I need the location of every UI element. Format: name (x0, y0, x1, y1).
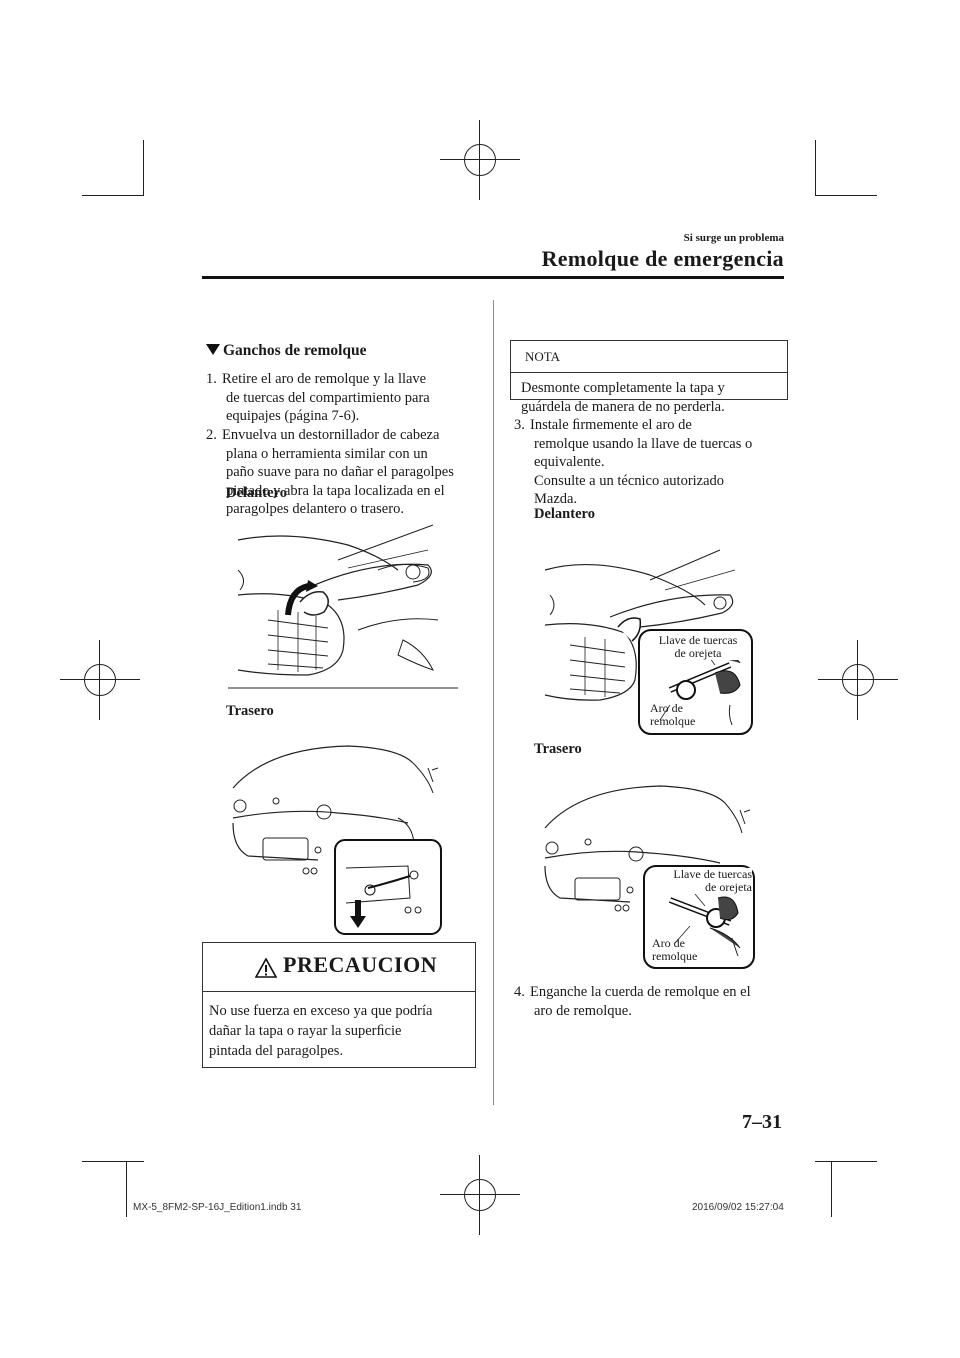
ring-label-line: Aro de (650, 701, 683, 715)
wrench-label-line: Llave de tuercas (673, 867, 752, 881)
registration-mark (440, 120, 520, 200)
caution-line: No use fuerza en exceso ya que podría (209, 1003, 433, 1019)
step-line: Consulte a un técnico autorizado (534, 472, 725, 489)
step-number: 2. (206, 427, 217, 443)
registration-mark (60, 640, 140, 720)
step-line: remolque usando la llave de tuercas o (534, 435, 753, 452)
page-title: Remolque de emergencia (541, 246, 784, 271)
page-number: 7–31 (742, 1111, 782, 1133)
section-heading-text: Ganchos de remolque (223, 342, 367, 359)
crop-mark (143, 140, 144, 196)
ring-label-line: remolque (650, 714, 696, 728)
caution-line: dañar la tapa o rayar la superﬁcie (209, 1023, 402, 1039)
step-line: Enganche la cuerda de remolque en el (530, 984, 751, 1000)
step-1: 1. Retire el aro de remolque y la llave … (206, 370, 430, 426)
crop-mark (82, 1161, 144, 1162)
crop-mark (815, 1161, 877, 1162)
note-title: NOTA (525, 349, 561, 364)
section-heading: Ganchos de remolque (206, 342, 367, 360)
step-line: Retire el aro de remolque y la llave (222, 371, 427, 387)
triangle-bullet-icon (206, 344, 220, 355)
note-header: NOTA (511, 341, 787, 373)
crop-mark (815, 195, 877, 196)
rear-label: Trasero (534, 741, 582, 757)
footer-timestamp: 2016/09/02 15:27:04 (692, 1202, 784, 1213)
note-line: guárdela de manera de no perderla. (521, 399, 725, 415)
step-line: plana o herramienta similar con un (226, 445, 428, 462)
crop-mark (815, 140, 816, 196)
step-number: 4. (514, 984, 525, 1000)
wrench-label-line: Llave de tuercas (658, 633, 738, 647)
ring-label: Aro de remolque (650, 702, 695, 728)
crop-mark (82, 195, 144, 196)
step-4: 4. Enganche la cuerda de remolque en el … (514, 983, 751, 1020)
caution-line: pintada del paragolpes. (209, 1043, 344, 1059)
ring-label-line: Aro de (652, 936, 685, 950)
ring-label-line: remolque (652, 949, 698, 963)
ring-label: Aro de remolque (652, 937, 697, 963)
wrench-label: Llave de tuercas de orejeta (660, 868, 752, 894)
caution-title: PRECAUCION (283, 952, 438, 977)
footer-file: MX-5_8FM2-SP-16J_Edition1.indb 31 (133, 1202, 302, 1213)
header-rule (202, 276, 784, 279)
front-label: Delantero (534, 506, 595, 522)
step-line: equivalente. (534, 454, 605, 470)
rear-bumper-figure (232, 745, 442, 935)
note-body: Desmonte completamente la tapa y guárdel… (521, 379, 725, 417)
step-3: 3. Instale ﬁrmemente el aro de remolque … (514, 416, 752, 509)
registration-mark (818, 640, 898, 720)
step-number: 1. (206, 371, 217, 387)
note-box: NOTA Desmonte completamente la tapa y gu… (510, 340, 788, 415)
step-line: paño suave para no dañar el paragolpes (226, 464, 454, 480)
step-line: Instale ﬁrmemente el aro de (530, 417, 692, 433)
caution-header: PRECAUCION (203, 943, 475, 992)
warning-icon (255, 958, 277, 978)
rear-label: Trasero (226, 703, 274, 719)
step-line: de tuercas del compartimiento para (226, 389, 430, 406)
step-line: pintado y abra la tapa localizada en el (226, 482, 445, 499)
front-bumper-figure (228, 524, 458, 689)
crop-mark (831, 1161, 832, 1217)
note-line: Desmonte completamente la tapa y (521, 380, 725, 396)
crop-mark (126, 1161, 127, 1217)
step-line: equipajes (página 7-6). (226, 408, 360, 424)
section-name: Si surge un problema (683, 232, 784, 244)
wrench-label-line: de orejeta (674, 646, 722, 660)
wrench-label-line: de orejeta (705, 880, 752, 894)
registration-mark (440, 1155, 520, 1235)
step-2: 2. Envuelva un destornillador de cabeza … (206, 426, 454, 519)
step-line: Mazda. (534, 491, 578, 507)
step-line: aro de remolque. (534, 1002, 632, 1019)
caution-body: No use fuerza en exceso ya que podría da… (209, 1001, 432, 1061)
front-label: Delantero (226, 485, 287, 501)
wrench-label: Llave de tuercas de orejeta (652, 634, 744, 660)
column-divider (493, 300, 494, 1105)
step-line: paragolpes delantero o trasero. (226, 501, 404, 517)
step-line: Envuelva un destornillador de cabeza (222, 427, 440, 443)
caution-box: PRECAUCION No use fuerza en exceso ya qu… (202, 942, 476, 1068)
step-number: 3. (514, 417, 525, 433)
